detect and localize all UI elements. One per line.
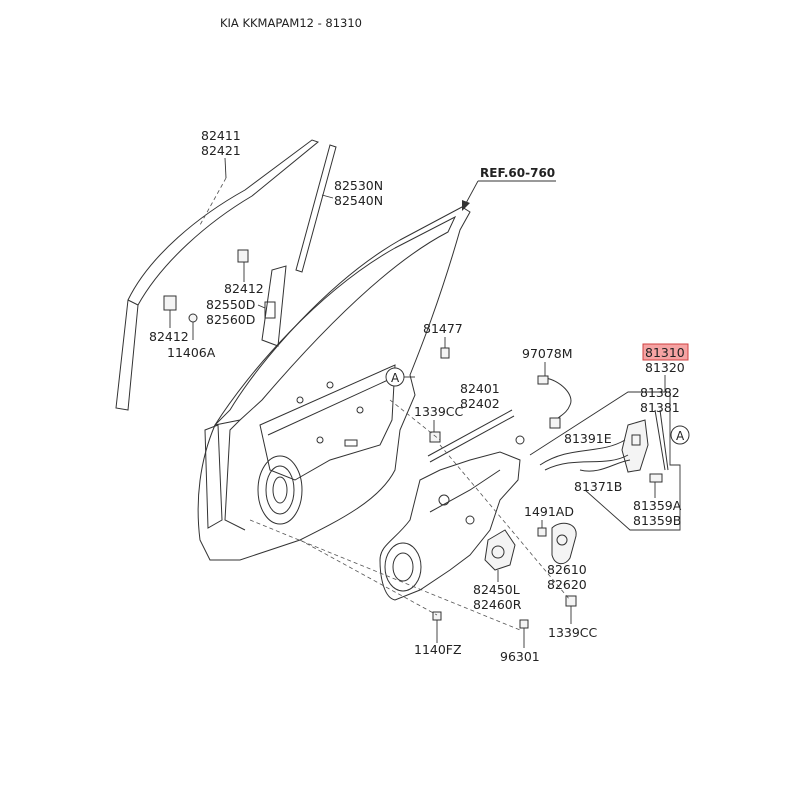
label-1140FZ: 1140FZ [414, 642, 462, 657]
label-81359A: 81359A [633, 498, 682, 513]
label-82460R: 82460R [473, 597, 522, 612]
label-1491AD: 1491AD [524, 504, 574, 519]
nut-upper [429, 431, 441, 443]
label-81477: 81477 [423, 321, 463, 336]
label-82550D: 82550D [206, 297, 255, 312]
label-81382: 81382 [640, 385, 680, 400]
label-81391E: 81391E [564, 431, 612, 446]
callout-a-right-label: A [676, 429, 685, 443]
label-82401: 82401 [460, 381, 500, 396]
clip-1491AD [537, 527, 547, 537]
label-81310: 81310 [645, 345, 685, 360]
label-96301: 96301 [500, 649, 540, 664]
glass-clip-upper [237, 249, 249, 282]
label-82540N: 82540N [334, 193, 383, 208]
door-glass [115, 139, 320, 411]
window-regulator [379, 409, 525, 601]
label-81359B: 81359B [633, 513, 681, 528]
label-82560D: 82560D [206, 312, 255, 327]
callout-a-right: A [670, 425, 690, 445]
label-82530N: 82530N [334, 178, 383, 193]
label-81320: 81320 [645, 360, 685, 375]
label-1339CC-upper: 1339CC [414, 404, 464, 419]
label-82620: 82620 [547, 577, 587, 592]
reference-pointer: REF.60-760 [462, 166, 556, 211]
label-82412-upper: 82412 [224, 281, 264, 296]
label-11406A: 11406A [167, 345, 216, 360]
label-82421: 82421 [201, 143, 241, 158]
bolt-1140FZ [432, 611, 442, 640]
label-97078M: 97078M [522, 346, 573, 361]
label-82412-lower: 82412 [149, 329, 189, 344]
diagram-title: KIA KKMAPAM12 - 81310 [220, 16, 362, 30]
highlight-81310 [642, 343, 689, 361]
bolt-96301 [519, 619, 529, 640]
label-82450L: 82450L [473, 582, 520, 597]
reference-label: REF.60-760 [480, 166, 555, 180]
part-labels: 82411 82421 82530N 82540N 82412 82550D 8… [149, 128, 689, 664]
glass-clip-lower [163, 295, 198, 340]
glass-run-channel [295, 144, 337, 273]
label-81371B: 81371B [574, 479, 622, 494]
lock-assembly [529, 375, 681, 531]
label-1339CC-lower: 1339CC [548, 625, 598, 640]
channel-bracket [257, 265, 287, 347]
bolt-81477 [440, 340, 450, 359]
label-82411: 82411 [201, 128, 241, 143]
alignment-lines [249, 399, 571, 631]
label-82402: 82402 [460, 396, 500, 411]
label-82610: 82610 [547, 562, 587, 577]
regulator-motor [484, 529, 516, 571]
callout-a-left-label: A [391, 371, 400, 385]
callout-a-left: A [385, 367, 415, 387]
inside-handle [551, 522, 577, 565]
label-81381: 81381 [640, 400, 680, 415]
